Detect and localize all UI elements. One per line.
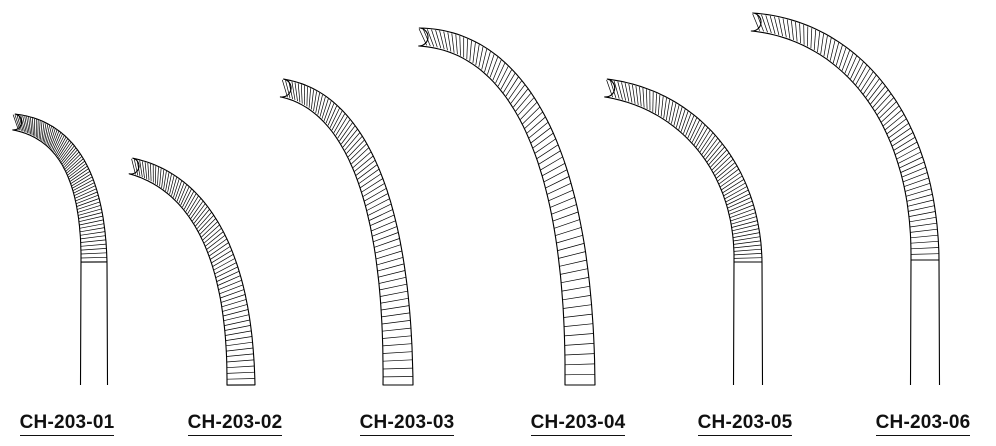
- label-ch-203-06: CH-203-06: [848, 412, 996, 436]
- jaw-outline: [128, 157, 256, 386]
- instrument-tip-6: [750, 12, 941, 386]
- shank-outline: [909, 259, 941, 386]
- instrument-tip-2: [128, 157, 256, 386]
- instrument-tip-4: [418, 27, 596, 386]
- shank-outline: [732, 261, 764, 386]
- shank-outline: [79, 262, 109, 386]
- instrument-tip-3: [279, 78, 414, 386]
- serration-lines: [752, 13, 939, 255]
- label-ch-203-01: CH-203-01: [0, 412, 142, 436]
- jaw-outline: [750, 12, 940, 261]
- serration-lines: [281, 79, 413, 378]
- label-ch-203-02: CH-203-02: [160, 412, 310, 436]
- instrument-tip-5: [604, 78, 764, 386]
- serration-lines: [418, 28, 595, 376]
- jaw-outline: [418, 27, 596, 386]
- label-ch-203-04: CH-203-04: [503, 412, 653, 436]
- serration-lines: [12, 114, 107, 259]
- jaw-outline: [604, 78, 763, 263]
- serration-lines: [606, 79, 762, 259]
- label-ch-203-05: CH-203-05: [670, 412, 820, 436]
- instrument-tip-1: [12, 113, 109, 386]
- jaw-outline: [12, 113, 108, 263]
- serration-lines: [131, 158, 255, 380]
- label-ch-203-03: CH-203-03: [332, 412, 482, 436]
